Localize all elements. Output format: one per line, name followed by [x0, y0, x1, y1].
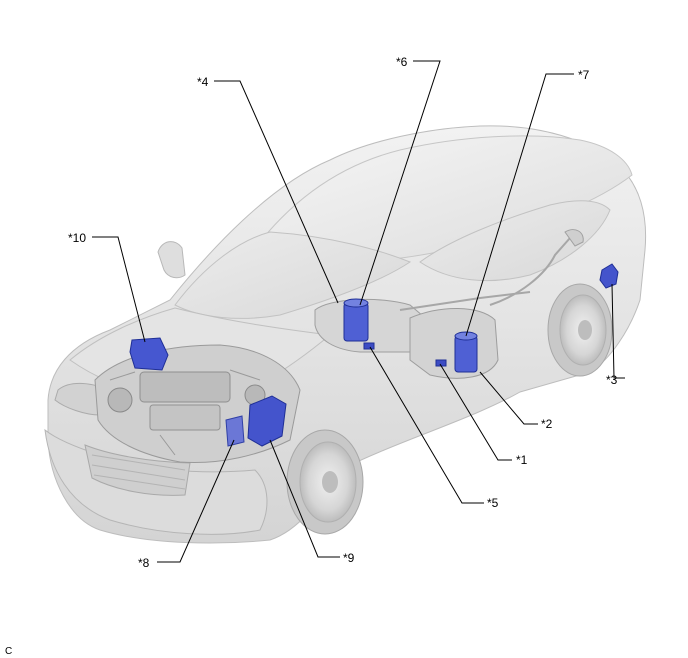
- callout-c6: *6: [396, 55, 408, 69]
- figure-code: C: [5, 646, 12, 657]
- leader-c5: [369, 346, 484, 504]
- callout-c5: *5: [487, 496, 499, 510]
- car-windshield: [174, 231, 412, 319]
- highlighted-components: [129, 263, 619, 447]
- component-6: [343, 298, 369, 342]
- leader-c2: [479, 371, 538, 425]
- leader-c4: [214, 80, 339, 304]
- leader-c10: [92, 236, 146, 343]
- component-7: [454, 331, 478, 373]
- car-side-window: [419, 200, 611, 282]
- leader-c6: [359, 60, 441, 306]
- leader-c3: [611, 283, 625, 379]
- callout-c3: *3: [606, 373, 618, 387]
- callout-c8: *8: [138, 556, 150, 570]
- component-3: [599, 263, 619, 289]
- callout-c2: *2: [541, 417, 553, 431]
- car-grille: [84, 444, 191, 496]
- leader-c7: [465, 73, 574, 337]
- leader-c9: [269, 439, 340, 558]
- callout-c7: *7: [578, 68, 590, 82]
- callout-labels: *1 *2 *3 *4 *5 *6 *7 *8 *9 *10: [68, 55, 618, 570]
- leader-c1: [439, 363, 512, 461]
- component-9: [247, 395, 287, 447]
- car-side-mirror: [157, 241, 186, 279]
- leader-c8: [157, 439, 235, 563]
- leader-lines: [92, 60, 625, 563]
- component-10: [129, 337, 169, 371]
- callout-c4: *4: [197, 75, 209, 89]
- callout-c1: *1: [516, 453, 528, 467]
- callout-c9: *9: [343, 551, 355, 565]
- component-5: [363, 342, 375, 350]
- callout-c10: *10: [68, 231, 86, 245]
- car-roof: [249, 135, 633, 264]
- grille-lines: [91, 454, 186, 490]
- front-wheel: [286, 429, 364, 535]
- component-8: [225, 415, 245, 447]
- rear-wheel: [547, 283, 613, 377]
